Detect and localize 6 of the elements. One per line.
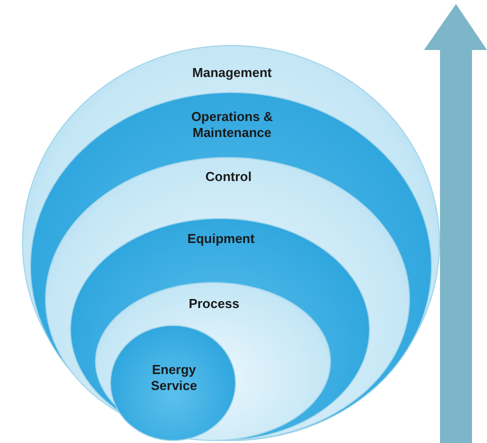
layer-label: Equipment: [186, 231, 256, 247]
layer-label: Process: [188, 296, 240, 312]
layer-label: Management: [191, 65, 273, 81]
layer-label: Control: [204, 169, 253, 185]
layer-label: Operations & Maintenance: [190, 109, 274, 141]
layer-label: Energy Service: [150, 362, 198, 394]
